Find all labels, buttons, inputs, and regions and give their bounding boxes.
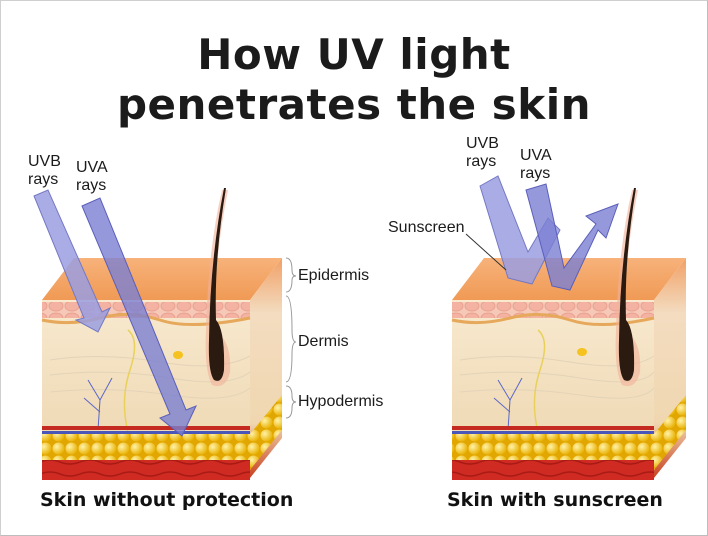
right-uvb-label-2: rays [466, 152, 496, 171]
left-uva-label-1: UVA [76, 158, 108, 177]
left-uva-label-2: rays [76, 176, 106, 195]
right-uvb-label-1: UVB [466, 134, 499, 153]
right-caption: Skin with sunscreen [447, 489, 663, 511]
epidermis-label: Epidermis [298, 266, 369, 285]
left-caption: Skin without protection [40, 489, 293, 511]
hypodermis-label: Hypodermis [298, 392, 383, 411]
right-uva-label-2: rays [520, 164, 550, 183]
dermis-label: Dermis [298, 332, 349, 351]
right-hypodermis-fat [452, 434, 654, 460]
sunscreen-label: Sunscreen [388, 218, 465, 237]
left-hypodermis-fat [42, 434, 250, 460]
left-uvb-label-1: UVB [28, 152, 61, 171]
left-muscle [42, 460, 250, 480]
right-skin-block [452, 176, 686, 480]
right-uva-label-1: UVA [520, 146, 552, 165]
left-skin-block [34, 188, 282, 480]
layer-brackets [286, 258, 296, 418]
left-uvb-label-2: rays [28, 170, 58, 189]
right-muscle [452, 460, 654, 480]
